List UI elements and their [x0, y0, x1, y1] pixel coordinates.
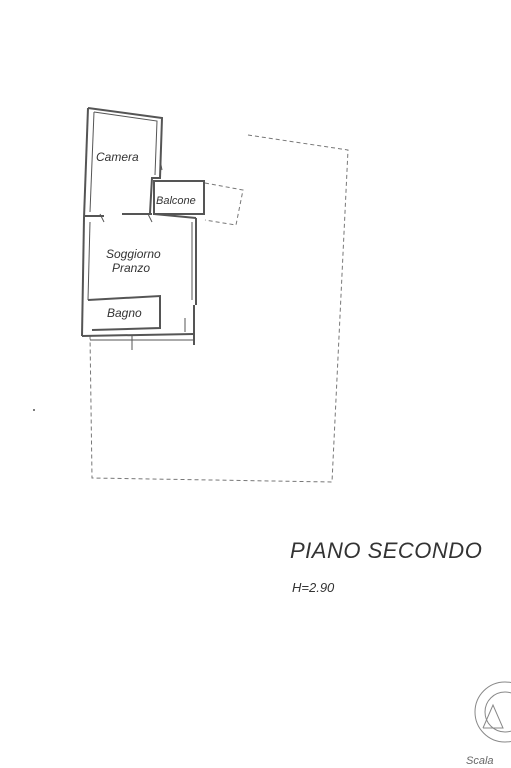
bagno-walls	[87, 294, 161, 331]
room-label-soggiorno: Soggiorno	[106, 247, 161, 261]
room-label-camera: Camera	[96, 150, 139, 164]
room-label-pranzo: Pranzo	[112, 261, 151, 275]
stamp-seal	[474, 681, 511, 743]
room-label-bagno: Bagno	[107, 306, 142, 320]
camera-walls	[87, 107, 164, 214]
building-walls	[81, 107, 205, 350]
stray-dot	[33, 409, 35, 411]
ceiling-height: H=2.90	[292, 580, 335, 595]
room-label-balcone: Balcone	[156, 195, 196, 207]
scale-label: Scala	[466, 755, 494, 767]
lot-boundary	[89, 134, 349, 483]
balcone-walls	[153, 180, 205, 215]
floor-title: PIANO SECONDO	[290, 538, 483, 563]
